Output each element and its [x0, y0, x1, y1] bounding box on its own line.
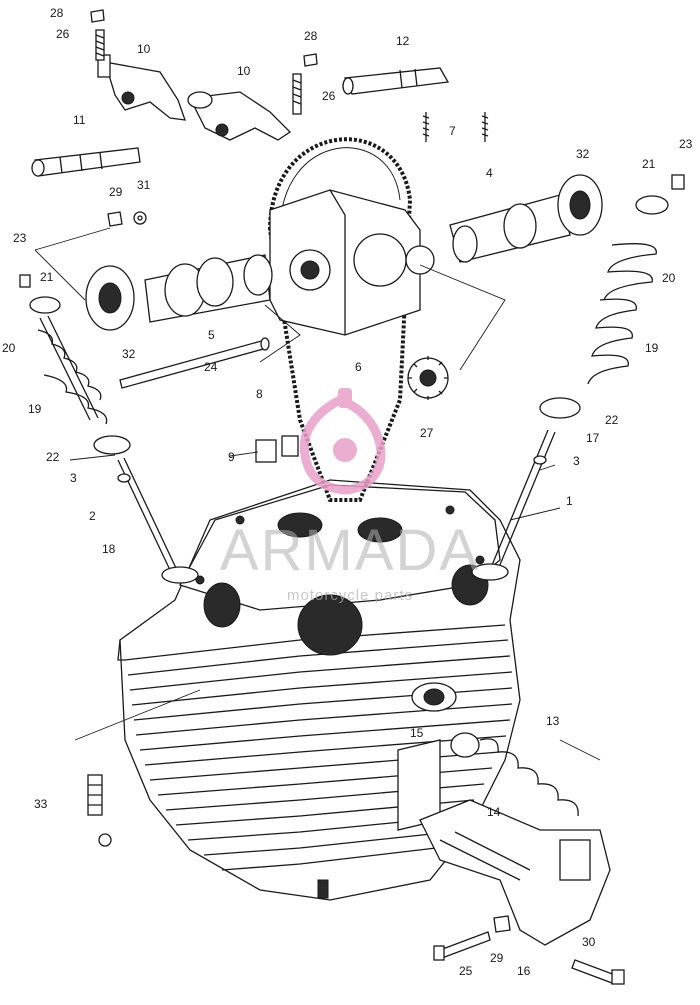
callout-21: 21 — [642, 157, 656, 171]
callout-1: 1 — [566, 494, 573, 508]
cotter-23-left — [19, 274, 31, 288]
bolt-25 — [433, 931, 491, 961]
nut-29-bottom — [493, 915, 511, 933]
adjuster-nut-28-left — [90, 9, 105, 23]
gasket-15 — [450, 732, 480, 758]
callout-26: 26 — [322, 89, 336, 103]
retainer-21-left — [29, 296, 61, 314]
callout-17: 17 — [586, 431, 600, 445]
callout-14: 14 — [487, 805, 501, 819]
cotter-23-right — [671, 174, 685, 190]
callout-29: 29 — [490, 951, 504, 965]
rocker-shaft-12 — [342, 67, 450, 95]
watermark: ARMADA motorcycle parts — [220, 388, 480, 604]
chain-guide-9 — [255, 435, 299, 463]
valve-assembly-left — [19, 274, 199, 584]
callout-2: 2 — [89, 509, 96, 523]
callout-32: 32 — [576, 147, 590, 161]
plug-washer — [98, 833, 112, 847]
adjuster-nut-28-right — [303, 53, 318, 67]
callout-13: 13 — [546, 714, 560, 728]
callout-5: 5 — [208, 328, 215, 342]
callout-15: 15 — [410, 726, 424, 740]
spring-14 — [479, 738, 579, 817]
callout-10: 10 — [137, 42, 151, 56]
callout-7: 7 — [449, 124, 456, 138]
springs-7 — [422, 112, 489, 142]
rocker-arm-left — [97, 54, 186, 121]
callout-18: 18 — [102, 542, 116, 556]
callout-9: 9 — [228, 450, 235, 464]
nut-29-top — [107, 211, 123, 227]
spring-19-left — [43, 374, 108, 425]
callout-20: 20 — [2, 341, 16, 355]
valve-1 — [489, 429, 556, 573]
rocker-shaft-11 — [31, 147, 141, 177]
spring-19-right — [587, 298, 637, 385]
callout-11: 11 — [73, 113, 86, 127]
callout-21: 21 — [40, 270, 54, 284]
leader-lines — [34, 227, 601, 761]
callout-8: 8 — [256, 387, 263, 401]
bolt-30 — [571, 959, 625, 985]
valve-pocket-right — [357, 517, 403, 543]
callout-12: 12 — [396, 34, 410, 48]
callout-20: 20 — [662, 271, 676, 285]
callout-19: 19 — [28, 402, 42, 416]
camshaft-right — [449, 174, 603, 263]
callout-22: 22 — [605, 413, 619, 427]
spring-20-right — [603, 243, 657, 301]
watermark-logo — [299, 388, 386, 495]
callout-16: 16 — [517, 964, 531, 978]
seat-22-left — [93, 435, 131, 455]
exhaust-port-left — [203, 582, 241, 628]
rocker-arm-right — [187, 91, 292, 141]
bracket-16 — [419, 799, 611, 946]
spark-plug-33 — [87, 774, 112, 847]
retainer-21-right — [635, 195, 669, 215]
callout-28: 28 — [304, 29, 318, 43]
sprocket-27 — [407, 356, 449, 400]
callout-26: 26 — [56, 27, 70, 41]
callout-10: 10 — [237, 64, 251, 78]
valve-assembly-right — [471, 174, 685, 581]
cylinder-head — [117, 479, 521, 901]
washer-31 — [133, 211, 147, 225]
callout-25: 25 — [459, 964, 473, 978]
intake-port — [297, 594, 363, 656]
cam-sprocket-holder — [269, 189, 435, 336]
seat-22-right — [539, 397, 581, 419]
camshaft-left — [85, 254, 273, 331]
valve-pocket-left — [277, 512, 323, 538]
callout-23: 23 — [13, 231, 27, 245]
spring-20-left — [37, 329, 102, 401]
callout-labels: 28 26 10 28 10 26 12 11 7 32 29 31 4 21 … — [2, 6, 693, 978]
callout-23: 23 — [679, 137, 693, 151]
callout-19: 19 — [645, 341, 659, 355]
watermark-title: ARMADA — [220, 518, 480, 583]
adjuster-screw-26-left — [95, 29, 105, 61]
manifold-hole — [423, 688, 445, 706]
watermark-subtitle: motorcycle parts — [287, 587, 413, 604]
callout-3: 3 — [573, 454, 580, 468]
callout-33: 33 — [34, 797, 48, 811]
callout-30: 30 — [582, 935, 596, 949]
stud-bolt-24 — [119, 337, 270, 389]
callout-24: 24 — [204, 360, 218, 374]
callout-27: 27 — [420, 426, 434, 440]
adjuster-screw-26-right — [292, 73, 302, 115]
callout-28: 28 — [50, 6, 64, 20]
callout-22: 22 — [46, 450, 60, 464]
callout-3: 3 — [70, 471, 77, 485]
callout-6: 6 — [355, 360, 362, 374]
callout-31: 31 — [137, 178, 151, 192]
intake-assembly — [419, 732, 611, 946]
callout-32: 32 — [122, 347, 136, 361]
cam-chain — [267, 137, 413, 502]
callout-4: 4 — [486, 166, 493, 180]
callout-29: 29 — [109, 185, 123, 199]
